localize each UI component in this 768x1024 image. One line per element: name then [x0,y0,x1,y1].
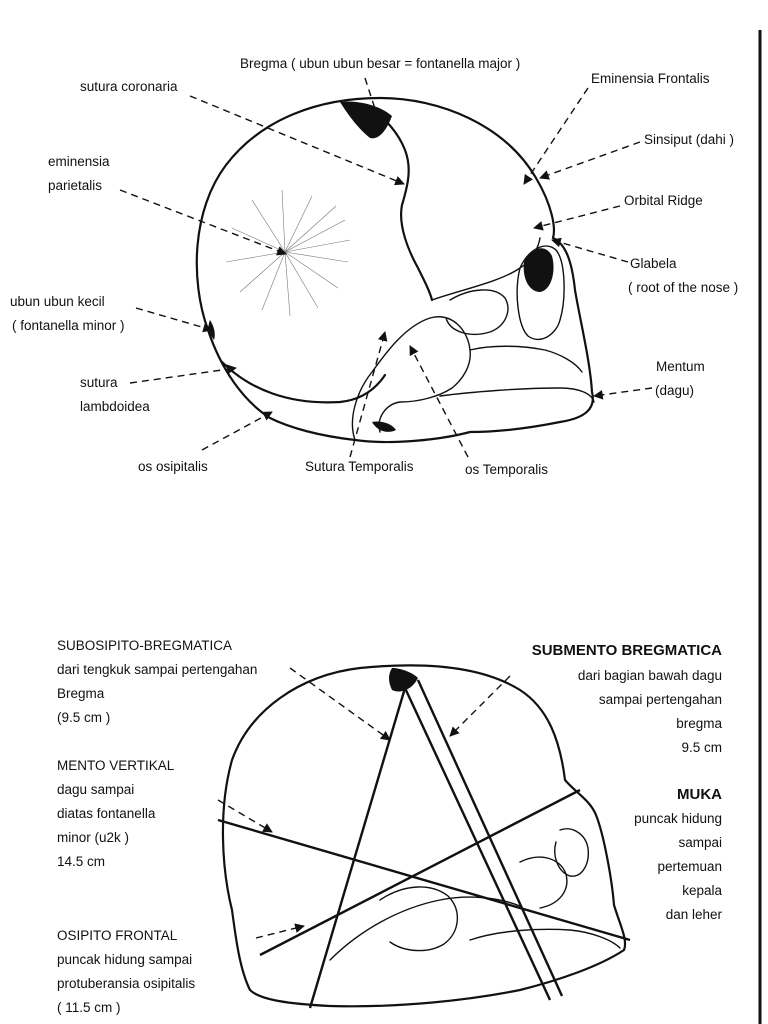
label-sutura-lambdoidea-2: lambdoidea [80,399,150,414]
label-subosipito-title: SUBOSIPITO-BREGMATICA [57,638,232,653]
parietal-eminence-rays [225,189,351,317]
line-submento-bregmatica-b [416,679,564,997]
label-muka-title: MUKA [677,786,722,803]
bregma-fontanelle [340,101,392,139]
mandible [439,387,595,403]
label-subosipito-line2: Bregma [57,686,105,701]
label-submento-measure: 9.5 cm [681,740,722,755]
label-sutura-temporalis: Sutura Temporalis [305,459,414,474]
label-osipito-title: OSIPITO FRONTAL [57,928,178,943]
line-subosipito-bregmatica [308,687,407,1009]
label-sutura-coronaria: sutura coronaria [80,79,178,94]
bottom-jaw [469,928,621,949]
label-muka-line4: kepala [682,883,722,898]
bottom-measure-lines [217,679,631,1009]
label-mento-title: MENTO VERTIKAL [57,758,175,773]
label-bregma: Bregma ( ubun ubun besar = fontanella ma… [240,56,520,71]
label-mentum-2: (dagu) [655,383,694,398]
label-submento-line2: sampai pertengahan [599,692,722,707]
label-osipito-measure: ( 11.5 cm ) [57,1000,121,1015]
bottom-skull-outline [221,664,627,1008]
label-glabela: Glabela [630,256,677,271]
label-ubun-kecil-2: ( fontanella minor ) [12,318,125,333]
bottom-skull-drawing [221,664,627,1008]
bottom-ear [379,886,458,952]
label-submento-line1: dari bagian bawah dagu [578,668,722,683]
coronal-suture [366,104,434,302]
label-muka-line3: pertemuan [657,859,722,874]
orbit [516,245,565,341]
label-mento-line3: minor (u2k ) [57,830,129,845]
label-subosipito-measure: (9.5 cm ) [57,710,110,725]
bottom-orbit [554,828,589,877]
label-mento-line2: diatas fontanella [57,806,156,821]
label-mento-line1: dagu sampai [57,782,134,797]
label-muka-line2: sampai [678,835,722,850]
label-os-osipitalis: os osipitalis [138,459,208,474]
label-osipito-line2: protuberansia osipitalis [57,976,195,991]
orbit-shadow [523,248,554,292]
top-leader-lines [119,77,653,458]
top-labels: Bregma ( ubun ubun besar = fontanella ma… [10,56,738,477]
label-eminensia-parietalis-2: parietalis [48,178,102,193]
bottom-left-labels: SUBOSIPITO-BREGMATICA dari tengkuk sampa… [57,638,257,1015]
maxilla [469,345,583,373]
label-muka-line1: puncak hidung [634,811,722,826]
label-sutura-lambdoidea-1: sutura [80,375,118,390]
temporal-shadow [372,421,396,432]
label-submento-line3: bregma [676,716,722,731]
label-orbital-ridge: Orbital Ridge [624,193,703,208]
label-osipito-line1: puncak hidung sampai [57,952,192,967]
label-eminensia-parietalis-1: eminensia [48,154,110,169]
label-submento-title: SUBMENTO BREGMATICA [532,642,722,659]
cheek-bone [445,289,509,336]
label-ubun-kecil-1: ubun ubun kecil [10,294,105,309]
label-mento-measure: 14.5 cm [57,854,105,869]
label-os-temporalis: os Temporalis [465,462,548,477]
line-osipito-frontal [259,788,581,957]
bottom-right-labels: SUBMENTO BREGMATICA dari bagian bawah da… [532,642,723,922]
line-mento-vertikal [217,818,631,942]
label-glabela-sub: ( root of the nose ) [628,280,738,295]
label-mentum-1: Mentum [656,359,705,374]
label-muka-line5: dan leher [666,907,723,922]
label-eminensia-frontalis: Eminensia Frontalis [591,71,710,86]
bottom-leader-lines [217,667,511,939]
temporal-bone [351,316,471,441]
top-skull-outline [195,96,594,444]
label-subosipito-line1: dari tengkuk sampai pertengahan [57,662,257,677]
label-sinsiput: Sinsiput (dahi ) [644,132,734,147]
bottom-temporal-area [329,896,521,961]
bottom-cheek [519,856,568,909]
bottom-fontanelle [389,668,418,692]
top-skull-drawing [195,96,595,444]
lambdoid-suture [220,360,387,404]
